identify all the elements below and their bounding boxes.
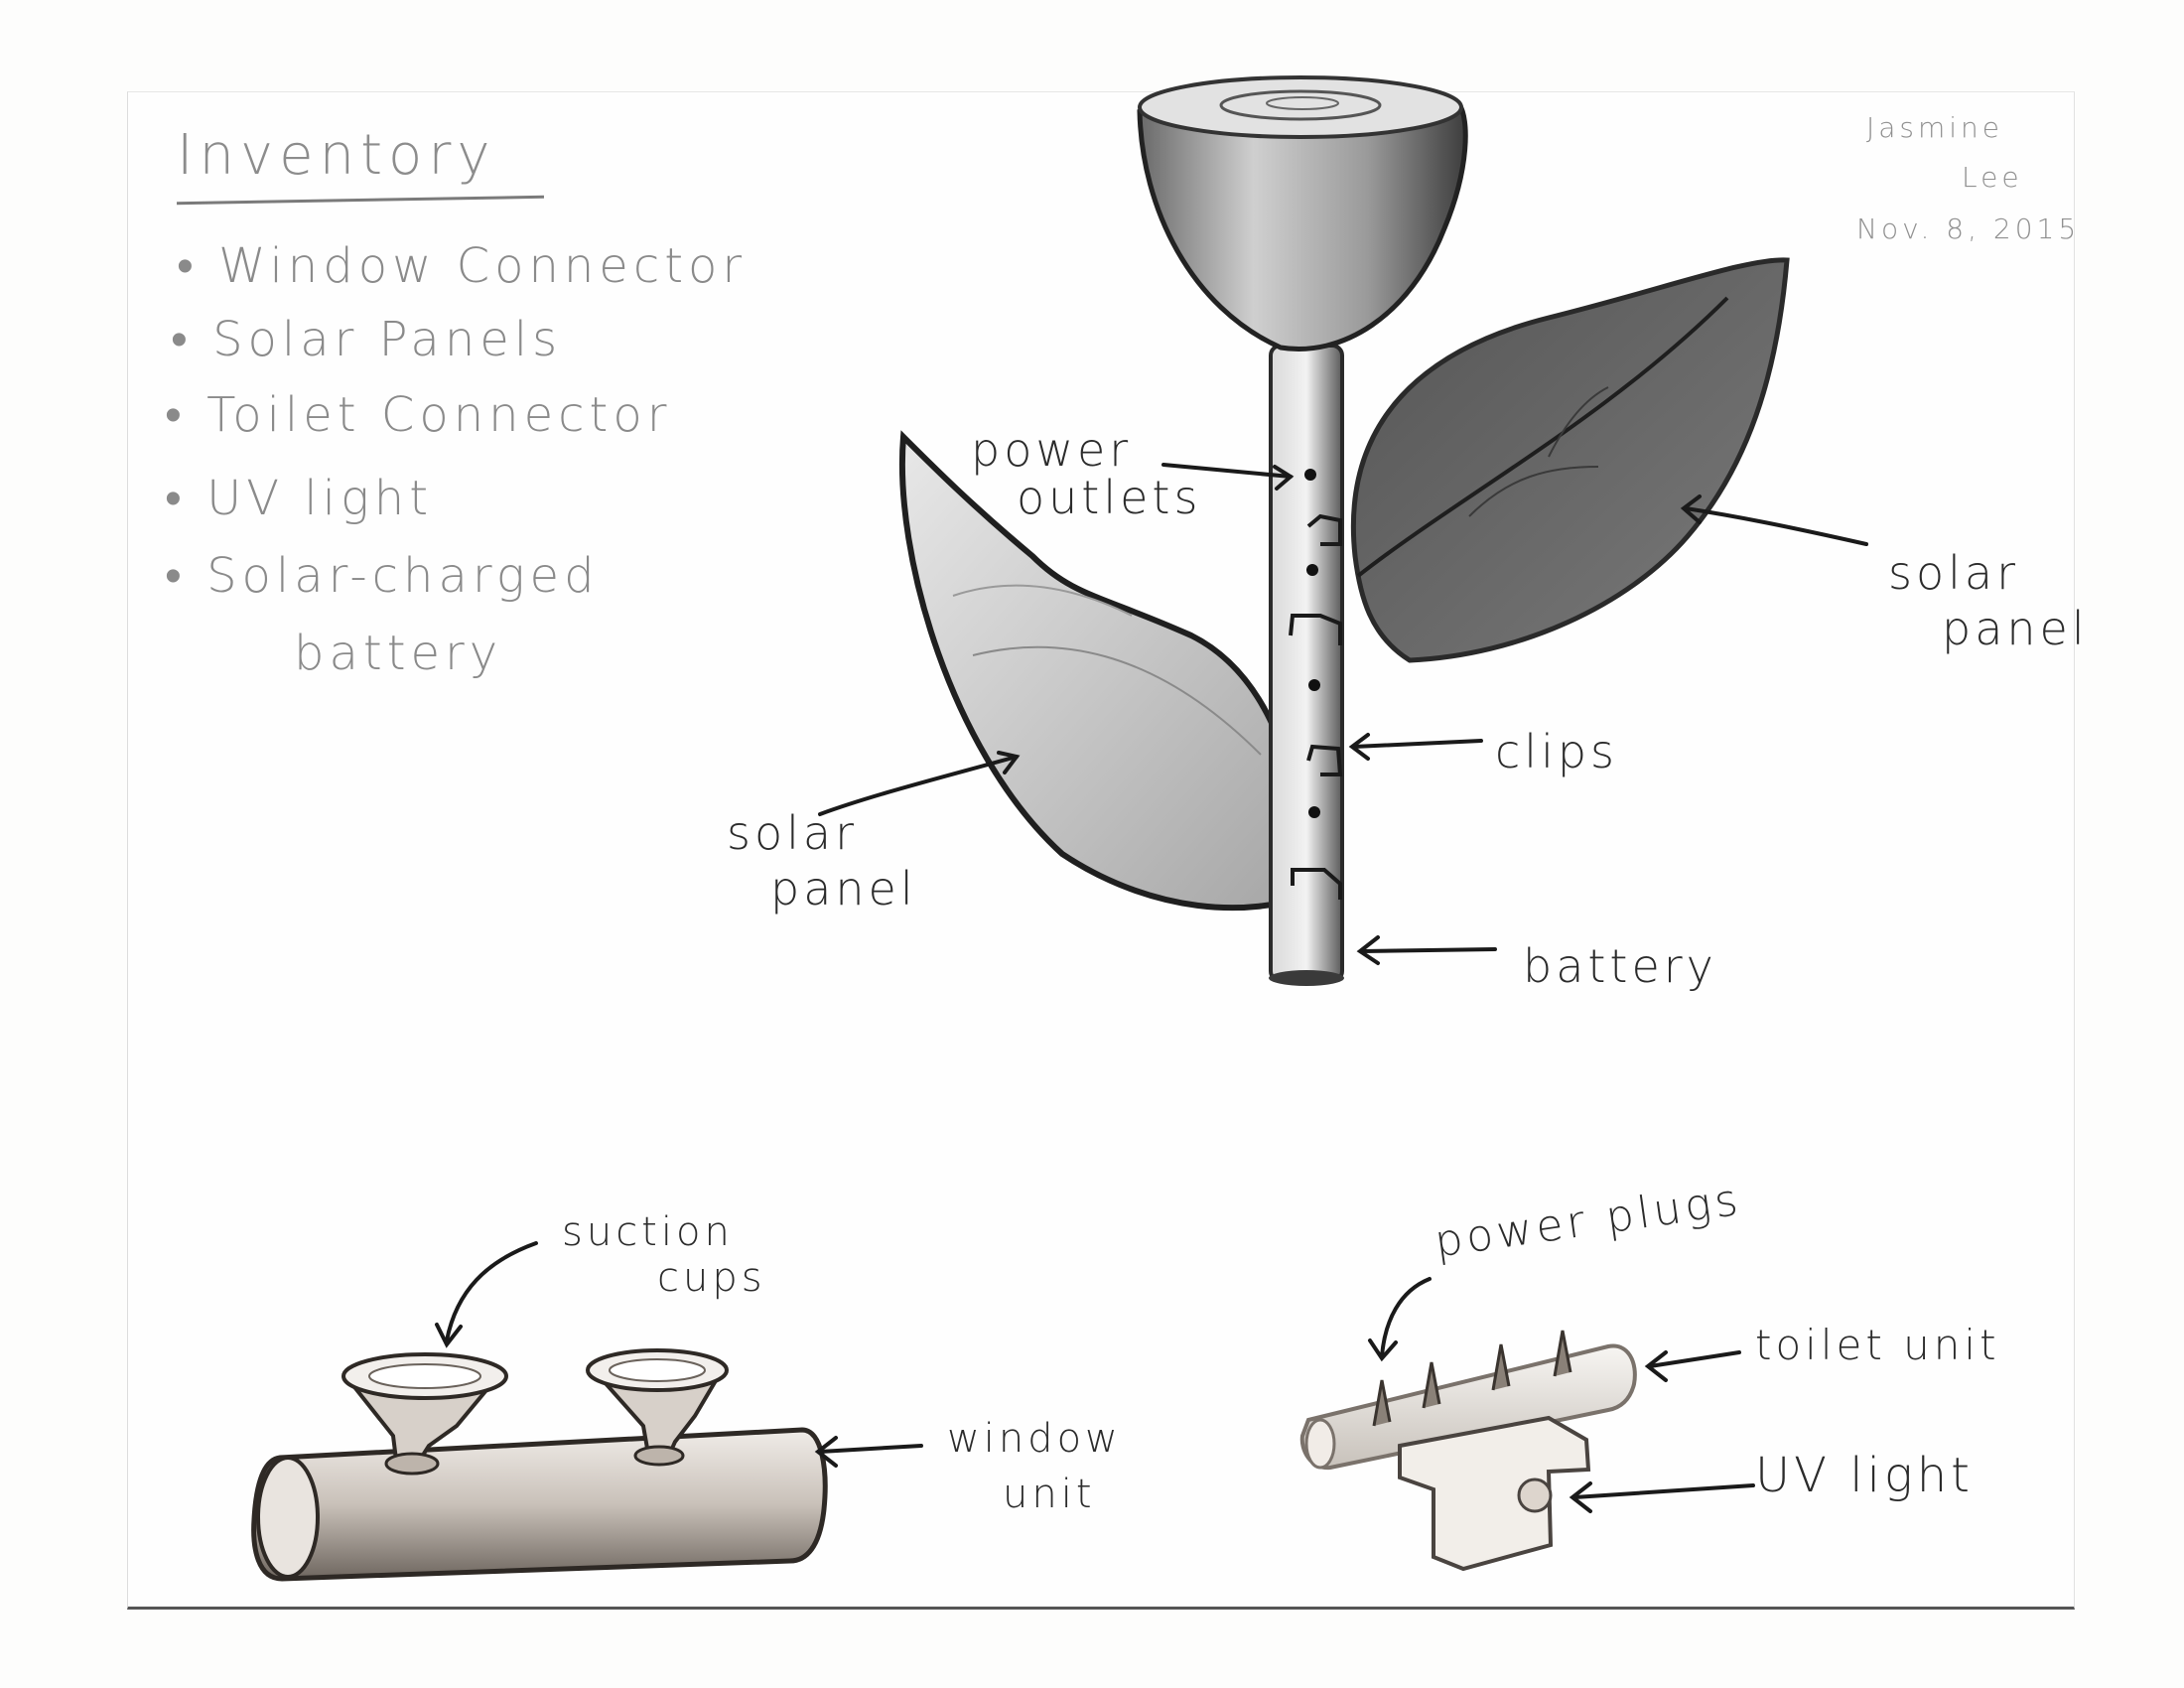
inventory-item-battery: battery xyxy=(294,626,503,681)
solar-panel-right-leaf xyxy=(1351,257,1790,663)
inventory-item-uv-light: • UV light xyxy=(165,471,434,526)
label-solar-panel-left-1: solar xyxy=(727,806,858,860)
inventory-title: Inventory xyxy=(177,123,496,188)
toilet-unit xyxy=(1299,1330,1637,1572)
label-solar-panel-right-1: solar xyxy=(1888,546,2019,600)
diagram-arrows xyxy=(818,463,1868,965)
label-power-outlets-1: power xyxy=(971,423,1133,477)
power-outlets xyxy=(1304,469,1320,818)
label-solar-panel-left-2: panel xyxy=(770,862,917,915)
clips xyxy=(1289,513,1343,900)
inventory-item-solar-panels: • Solar Panels xyxy=(171,312,563,367)
inventory-item-window-connector: • Window Connector xyxy=(177,238,748,294)
label-clips: clips xyxy=(1495,725,1619,778)
label-uv-light: UV light xyxy=(1755,1448,1974,1503)
signature-first-name: Jasmine xyxy=(1866,111,2004,144)
inventory-item-toilet-connector: • Toilet Connector xyxy=(165,387,672,443)
label-battery: battery xyxy=(1523,939,1717,993)
window-unit xyxy=(251,1348,828,1582)
label-power-outlets-2: outlets xyxy=(1017,471,1202,524)
flower-head xyxy=(1137,75,1468,352)
label-window-unit-2: unit xyxy=(1003,1472,1096,1517)
signature-date: Nov. 8, 2015 xyxy=(1856,212,2081,245)
unit-arrows xyxy=(435,1241,1755,1513)
label-suction-cups-1: suction xyxy=(562,1209,734,1255)
signature-last-name: Lee xyxy=(1962,161,2023,194)
label-solar-panel-right-2: panel xyxy=(1942,602,2089,655)
label-window-unit-1: window xyxy=(947,1416,1122,1462)
inventory-item-solar-charged: • Solar-charged xyxy=(165,548,600,604)
label-toilet-unit: toilet unit xyxy=(1755,1321,2000,1369)
label-suction-cups-2: cups xyxy=(657,1255,766,1301)
battery-stem xyxy=(1269,344,1344,986)
